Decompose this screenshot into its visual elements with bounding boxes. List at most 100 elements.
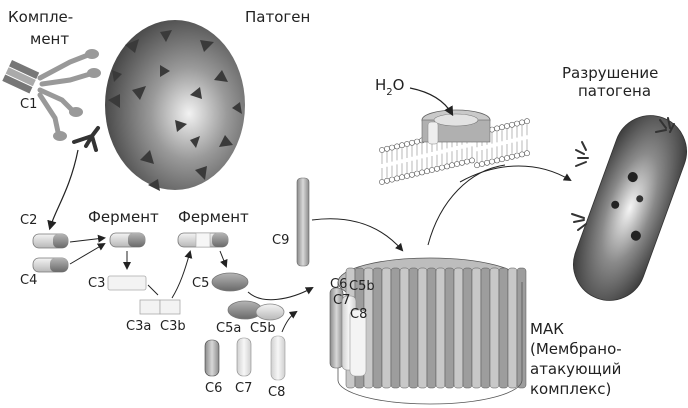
lipid-head <box>389 144 395 151</box>
lipid-head <box>494 157 500 164</box>
c1-label: C1 <box>20 97 37 112</box>
lipid-head <box>379 147 385 153</box>
lipid-head <box>404 141 410 147</box>
barrel-stave <box>426 267 437 389</box>
enzyme1-label: Фермент <box>88 208 159 226</box>
c5a-label: C5a <box>216 321 241 336</box>
lipid-head <box>409 171 415 178</box>
lipid-head <box>484 159 490 166</box>
complement-label-line1: Компле- <box>8 8 73 26</box>
lipid-head <box>499 156 505 163</box>
lipid-head <box>474 162 480 169</box>
barrel-stave <box>399 267 410 389</box>
lipid-head <box>424 168 430 175</box>
mak-c8-label: C8 <box>350 307 367 322</box>
lipid-head <box>404 173 410 179</box>
membrane-pore <box>379 109 530 185</box>
lipid-head <box>524 118 530 125</box>
pathogen-debris <box>571 117 675 231</box>
lipid-head <box>504 123 510 129</box>
lipid-head <box>414 138 420 145</box>
c5b-label: C5b <box>250 321 276 336</box>
c1-complex <box>2 49 101 152</box>
destroyed-pathogen <box>573 115 687 301</box>
barrel-stave <box>453 267 464 389</box>
mak-label-line1: МАК <box>530 320 564 338</box>
c4-label: C4 <box>20 273 37 288</box>
c3-label: C3 <box>88 276 105 291</box>
mak-barrel <box>337 257 527 405</box>
lipid-head <box>504 155 510 161</box>
c6-protein <box>204 339 220 377</box>
lipid-head <box>379 179 385 185</box>
c5-cleaved <box>227 300 285 321</box>
lipid-head <box>489 158 495 165</box>
c3b-label: C3b <box>160 319 186 334</box>
mak-inserted-subunits <box>329 287 367 377</box>
barrel-stave <box>417 267 428 389</box>
destruction-label-line2: патогена <box>578 82 651 100</box>
lipid-head <box>459 159 465 166</box>
lipid-head <box>469 157 475 164</box>
lipid-head <box>429 167 435 173</box>
enzyme1-complex <box>109 232 146 248</box>
c8-label: C8 <box>268 385 285 400</box>
pathogen-spikes <box>108 30 242 191</box>
lipid-head <box>434 165 440 172</box>
lipid-head <box>449 162 455 169</box>
c9-protein <box>296 177 310 267</box>
lipid-head <box>464 158 470 165</box>
lipid-head <box>479 161 485 167</box>
lipid-head <box>389 176 395 183</box>
c5-label: C5 <box>192 276 209 291</box>
lipid-head <box>524 150 530 157</box>
lipid-head <box>394 175 400 182</box>
c7-label: C7 <box>235 381 252 396</box>
mak-c7-label: C7 <box>333 293 350 308</box>
c9-label: C9 <box>272 233 289 248</box>
c3-cleaved <box>139 299 181 315</box>
barrel-stave <box>444 267 455 389</box>
lipid-head <box>414 170 420 177</box>
lipid-head <box>509 121 515 128</box>
barrel-stave <box>381 267 392 389</box>
lipid-head <box>399 174 405 181</box>
lipid-head <box>409 139 415 146</box>
pathogen <box>105 20 245 191</box>
pathogen-label: Патоген <box>245 8 310 26</box>
c3-protein <box>107 275 147 291</box>
c2-label: C2 <box>20 213 37 228</box>
barrel-stave <box>480 267 491 389</box>
c5-protein <box>211 272 249 292</box>
barrel-stave <box>435 267 446 389</box>
c3a-label: C3a <box>126 319 151 334</box>
barrel-stave <box>471 267 482 389</box>
c7-protein <box>236 337 252 377</box>
lipid-head <box>499 124 505 131</box>
barrel-stave <box>390 267 401 389</box>
lipid-head <box>514 152 520 159</box>
lipid-head <box>419 169 425 176</box>
lipid-head <box>454 161 460 167</box>
lipid-head <box>394 143 400 150</box>
mak-c5b-label: C5b <box>349 279 375 294</box>
barrel-stave <box>507 267 518 389</box>
complement-label-line2: мент <box>30 30 69 48</box>
enzyme2-label: Фермент <box>178 208 249 226</box>
mak-label-line4: комплекс) <box>530 380 611 398</box>
barrel-stave <box>498 267 509 389</box>
destruction-label-line1: Разрушение <box>562 64 658 82</box>
mak-label-line2: (Мембрано- <box>530 340 622 358</box>
barrel-stave <box>489 267 500 389</box>
mak-label-line3: атакующий <box>530 360 621 378</box>
c6-label: C6 <box>205 381 222 396</box>
lipid-head <box>439 164 445 171</box>
mak-c6-label: C6 <box>330 277 347 292</box>
lipid-head <box>519 119 525 126</box>
lipid-head <box>384 145 390 152</box>
c2-protein <box>32 233 69 249</box>
barrel-stave <box>408 267 419 389</box>
lipid-head <box>494 125 500 132</box>
enzyme2-complex <box>177 232 229 248</box>
